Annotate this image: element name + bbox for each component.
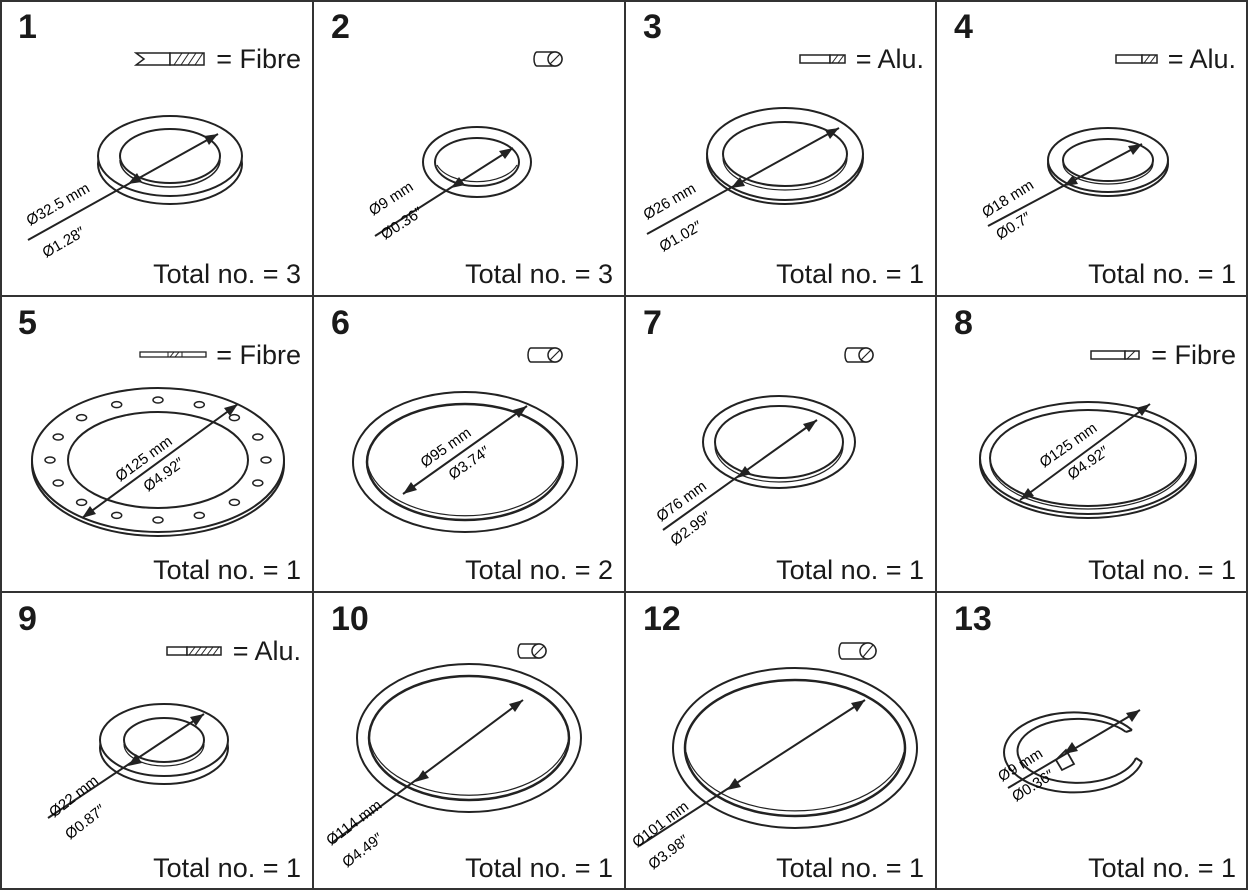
bolt-hole [110, 511, 123, 520]
part-cell-4: Ø18 mm Ø0.7″ 4 = Alu. Total no. = 1 [936, 0, 1248, 296]
material-label: = Fibre [216, 339, 301, 370]
material-label: = Alu. [1167, 43, 1236, 74]
bolt-hole [228, 413, 241, 422]
material-legend: = Alu. [1114, 42, 1236, 76]
bolt-holes [44, 396, 272, 524]
flat-washer-section-icon [1089, 349, 1143, 361]
part-number: 4 [954, 8, 973, 46]
flat-washer-section-icon [134, 51, 208, 67]
o-ring-drawing: Ø95 mm Ø3.74″ [352, 391, 578, 533]
gasket-section-icon [138, 350, 208, 360]
part-cell-3: Ø26 mm Ø1.02″ 3 = Alu. Total no. = 1 [625, 0, 936, 296]
bolt-hole [152, 396, 164, 404]
flat-washer-section-icon [165, 645, 225, 657]
bolted-gasket-drawing: Ø125 mm Ø4.92″ [31, 387, 285, 537]
material-legend [836, 634, 888, 668]
o-ring-drawing: Ø76 mm Ø2.99″ [653, 395, 856, 549]
total-count: Total no. = 1 [153, 853, 301, 883]
part-number: 6 [331, 304, 350, 342]
part-cell-6: Ø95 mm Ø3.74″ 6 Total no. = 2 [313, 296, 625, 592]
flat-washer-drawing: Ø32.5 mm Ø1.28″ [24, 115, 243, 261]
part-number: 9 [18, 600, 37, 638]
part-cell-12: Ø101 mm Ø3.98″ 12 Total no. = 1 [625, 592, 936, 890]
total-count: Total no. = 1 [153, 555, 301, 585]
part-cell-8: Ø125 mm Ø4.92″ 8 = Fibre Total no. = 1 [936, 296, 1248, 592]
material-legend [842, 338, 884, 372]
material-legend: = Fibre [1089, 338, 1236, 372]
material-label: = Fibre [216, 43, 301, 74]
o-ring-section-icon [842, 345, 876, 365]
o-ring-drawing: Ø9 mm Ø0.36″ [366, 126, 532, 243]
part-cell-13: Ø9 mm Ø0.36″ 13 Total no. = 1 [936, 592, 1248, 890]
bolt-hole [152, 516, 164, 524]
part-cell-1: Ø32.5 mm Ø1.28″ 1 = Fibre Total no. = 3 [0, 0, 313, 296]
bolt-hole [44, 456, 56, 464]
part-cell-9: Ø22 mm Ø0.87″ 9 = Alu. Total no. = 1 [0, 592, 313, 890]
material-legend: = Fibre [134, 42, 301, 76]
part-number: 10 [331, 600, 369, 638]
material-legend: = Alu. [165, 634, 301, 668]
part-number: 3 [643, 8, 662, 46]
total-count: Total no. = 1 [1088, 853, 1236, 883]
part-number: 2 [331, 8, 350, 46]
part-number: 5 [18, 304, 37, 342]
material-legend [515, 634, 557, 668]
bolt-hole [75, 498, 88, 507]
total-count: Total no. = 1 [465, 853, 613, 883]
bolt-hole [252, 479, 264, 487]
material-legend: = Fibre [138, 338, 301, 372]
bolt-hole [193, 511, 206, 520]
o-ring-drawing: Ø114 mm Ø4.49″ [323, 663, 582, 871]
material-label: = Fibre [1151, 339, 1236, 370]
part-number: 13 [954, 600, 992, 638]
total-count: Total no. = 3 [153, 259, 301, 289]
flat-ring-drawing: Ø125 mm Ø4.92″ [979, 401, 1197, 519]
flat-washer-drawing: Ø22 mm Ø0.87″ [46, 703, 229, 843]
material-label: = Alu. [232, 635, 301, 666]
part-number: 8 [954, 304, 973, 342]
diameter-mm-label: Ø32.5 mm [24, 180, 93, 230]
flat-washer-section-icon [798, 53, 848, 65]
total-count: Total no. = 1 [1088, 259, 1236, 289]
part-cell-2: Ø9 mm Ø0.36″ 2 Total no. = 3 [313, 0, 625, 296]
split-ring-drawing: Ø9 mm Ø0.36″ [995, 709, 1143, 805]
total-count: Total no. = 3 [465, 259, 613, 289]
flat-washer-drawing: Ø26 mm Ø1.02″ [641, 107, 864, 255]
bolt-hole [52, 433, 64, 441]
material-legend [531, 42, 573, 76]
o-ring-section-icon [531, 49, 565, 69]
o-ring-section-icon [515, 641, 549, 661]
total-count: Total no. = 1 [776, 259, 924, 289]
bolt-hole [52, 479, 64, 487]
bolt-hole [75, 413, 88, 422]
bolt-hole [193, 400, 206, 409]
bolt-hole [252, 433, 264, 441]
bolt-hole [110, 400, 123, 409]
part-cell-5: Ø125 mm Ø4.92″ 5 = Fibre Total no. = 1 [0, 296, 313, 592]
o-ring-section-icon [836, 640, 880, 662]
part-number: 7 [643, 304, 662, 342]
flat-washer-drawing: Ø18 mm Ø0.7″ [979, 127, 1169, 243]
part-cell-10: Ø114 mm Ø4.49″ 10 Total no. = 1 [313, 592, 625, 890]
bolt-hole [260, 456, 272, 464]
total-count: Total no. = 2 [465, 555, 613, 585]
diameter-inch-label: Ø1.02″ [657, 217, 706, 255]
diameter-mm-label: Ø26 mm [641, 180, 699, 223]
part-number: 1 [18, 8, 37, 46]
part-number: 12 [643, 600, 681, 638]
total-count: Total no. = 1 [776, 853, 924, 883]
o-ring-drawing: Ø101 mm Ø3.98″ [629, 667, 918, 873]
part-cell-7: Ø76 mm Ø2.99″ 7 Total no. = 1 [625, 296, 936, 592]
material-legend [525, 338, 573, 372]
total-count: Total no. = 1 [776, 555, 924, 585]
material-legend: = Alu. [798, 42, 924, 76]
material-label: = Alu. [855, 43, 924, 74]
bolt-hole [228, 498, 241, 507]
flat-washer-section-icon [1114, 53, 1160, 65]
total-count: Total no. = 1 [1088, 555, 1236, 585]
o-ring-section-icon [525, 345, 565, 365]
